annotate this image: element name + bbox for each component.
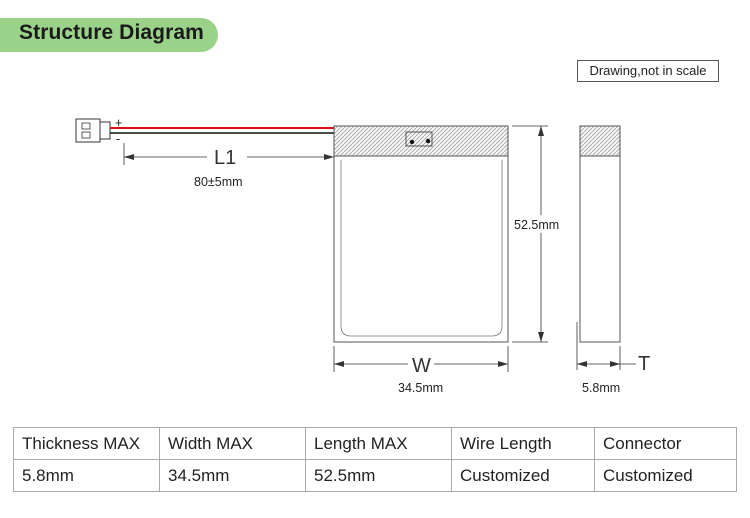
width-label: W xyxy=(412,355,431,377)
title-banner xyxy=(0,18,218,52)
width-dimension xyxy=(333,346,509,373)
header-thickness: Thickness MAX xyxy=(13,427,160,460)
negative-sign: - xyxy=(116,132,120,146)
value-connector: Customized xyxy=(594,459,737,492)
spec-header-row: Thickness MAX Width MAX Length MAX Wire … xyxy=(13,427,737,460)
spec-value-row: 5.8mm 34.5mm 52.5mm Customized Customize… xyxy=(13,459,737,492)
thickness-value: 5.8mm xyxy=(582,381,620,395)
wire-length-value: 80±5mm xyxy=(194,175,243,189)
header-length: Length MAX xyxy=(305,427,452,460)
value-wire-length: Customized xyxy=(451,459,595,492)
length-value: 52.5mm xyxy=(514,218,559,232)
battery-structure-drawing: + - L1 80±5mm 52.5mm xyxy=(75,116,650,395)
thickness-dimension xyxy=(576,322,636,370)
scale-note: Drawing,not in scale xyxy=(577,60,719,82)
wire-length-dimension xyxy=(123,143,334,166)
value-width: 34.5mm xyxy=(159,459,306,492)
battery-side-view xyxy=(579,125,621,343)
wire-length-label: L1 xyxy=(214,147,236,169)
positive-sign: + xyxy=(115,116,122,130)
width-value: 34.5mm xyxy=(398,381,443,395)
value-thickness: 5.8mm xyxy=(13,459,160,492)
thickness-label: T xyxy=(638,353,650,375)
page-title: Structure Diagram xyxy=(19,21,204,44)
header-width: Width MAX xyxy=(159,427,306,460)
spec-table: Thickness MAX Width MAX Length MAX Wire … xyxy=(13,427,737,492)
header-connector: Connector xyxy=(594,427,737,460)
connector-plug xyxy=(75,118,111,143)
value-length: 52.5mm xyxy=(305,459,452,492)
header-wire-length: Wire Length xyxy=(451,427,595,460)
length-dimension xyxy=(512,125,570,343)
battery-front-view xyxy=(333,125,509,343)
